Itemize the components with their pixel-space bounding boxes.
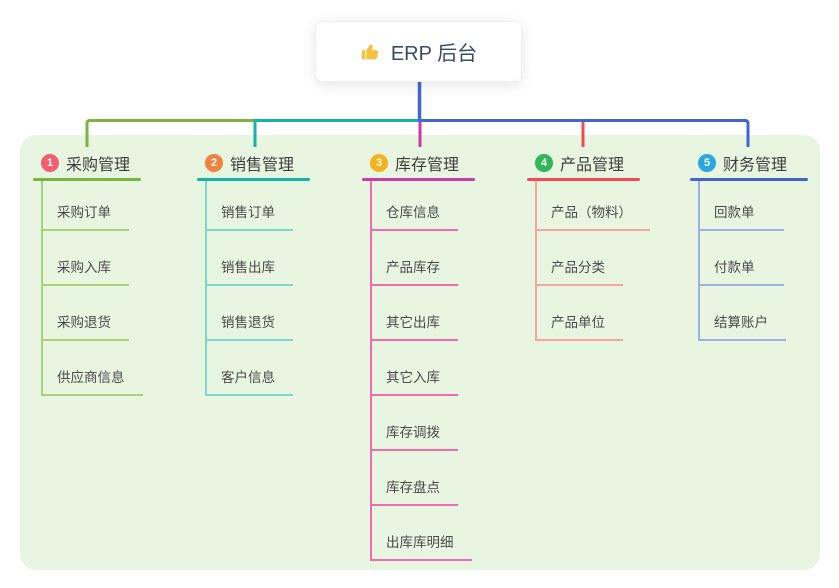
branch-underline [33,178,141,181]
branch-underline [197,178,310,181]
branch-item[interactable]: 销售退货 [207,286,293,341]
branch-item[interactable]: 产品分类 [537,231,623,286]
branch-number-badge: 3 [370,153,388,172]
branch-item[interactable]: 产品单位 [537,286,623,341]
branch-item[interactable]: 销售订单 [207,181,293,231]
branch-number-badge: 4 [535,153,553,172]
branch-item[interactable]: 其它入库 [372,341,458,396]
branch-label[interactable]: 产品管理 [560,156,625,174]
branch-items: 仓库信息产品库存其它出库其它入库库存调拨库存盘点出库库明细 [370,181,475,561]
branch-sales: 2 销售管理销售订单销售出库销售退货客户信息 [197,147,310,396]
branch-label[interactable]: 采购管理 [66,156,131,174]
thumbs-up-icon [360,41,382,63]
branch-purchase: 1 采购管理采购订单采购入库采购退货供应商信息 [33,147,143,396]
branch-underline [690,178,808,181]
branch-item[interactable]: 客户信息 [207,341,293,396]
branch-label[interactable]: 销售管理 [230,156,295,174]
branch-header[interactable]: 2 销售管理 [197,147,310,178]
branch-item[interactable]: 产品（物料） [537,181,650,231]
branch-item[interactable]: 采购退货 [43,286,129,341]
branch-item[interactable]: 库存调拨 [372,396,458,451]
mindmap-panel [20,135,820,570]
branch-number-badge: 2 [205,153,223,172]
root-node[interactable]: ERP 后台 [315,21,522,82]
branch-underline [362,178,475,181]
branch-header[interactable]: 3 库存管理 [362,147,475,178]
branch-item[interactable]: 付款单 [700,231,784,286]
branch-label[interactable]: 财务管理 [723,156,788,174]
branch-item[interactable]: 仓库信息 [372,181,458,231]
branch-item[interactable]: 其它出库 [372,286,458,341]
branch-item[interactable]: 回款单 [700,181,784,231]
branch-item[interactable]: 销售出库 [207,231,293,286]
branch-header[interactable]: 4 产品管理 [527,147,650,178]
branch-item[interactable]: 供应商信息 [43,341,143,396]
branch-item[interactable]: 结算账户 [700,286,786,341]
branch-items: 回款单付款单结算账户 [698,181,808,341]
branch-item[interactable]: 出库库明细 [372,506,472,561]
root-title: ERP 后台 [390,43,478,65]
branch-number-badge: 1 [41,153,59,172]
branch-items: 采购订单采购入库采购退货供应商信息 [41,181,143,396]
branch-header[interactable]: 5 财务管理 [690,147,808,178]
branch-item[interactable]: 采购订单 [43,181,129,231]
branch-finance: 5 财务管理回款单付款单结算账户 [690,147,808,341]
branch-item[interactable]: 产品库存 [372,231,458,286]
branch-items: 产品（物料）产品分类产品单位 [535,181,650,341]
branch-header[interactable]: 1 采购管理 [33,147,143,178]
branch-label[interactable]: 库存管理 [395,156,460,174]
branch-number-badge: 5 [698,153,716,172]
branch-item[interactable]: 采购入库 [43,231,129,286]
branch-items: 销售订单销售出库销售退货客户信息 [205,181,310,396]
branch-product: 4 产品管理产品（物料）产品分类产品单位 [527,147,650,341]
branch-underline [527,178,640,181]
branch-inventory: 3 库存管理仓库信息产品库存其它出库其它入库库存调拨库存盘点出库库明细 [362,147,475,561]
branch-item[interactable]: 库存盘点 [372,451,458,506]
